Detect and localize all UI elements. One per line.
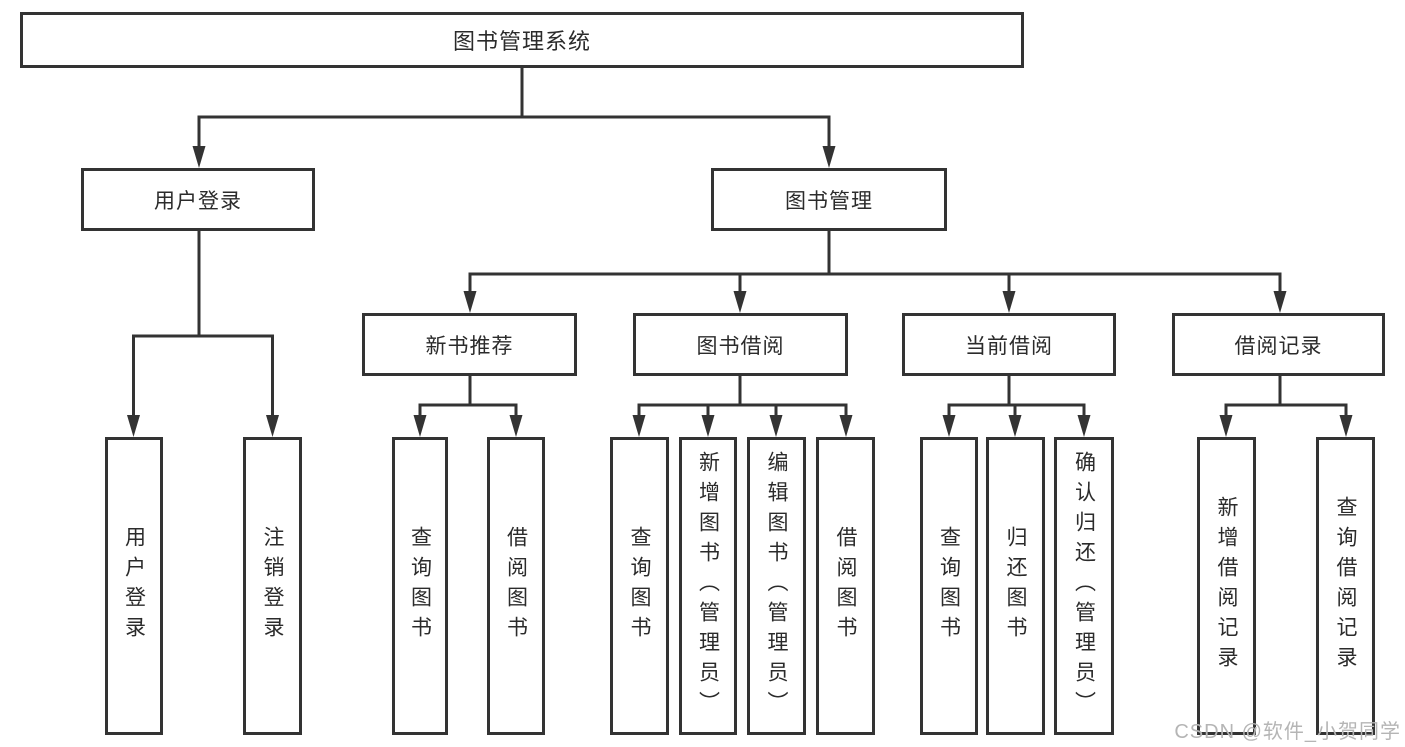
leaf-label: 用户登录 (122, 526, 146, 646)
node-library-system: 图书管理系统 (20, 12, 1024, 68)
edge-book-borrow-children (637, 374, 848, 419)
leaf-label: 注销登录 (261, 526, 284, 646)
leaf-add-book-admin: 新增图书（管理员） (679, 437, 737, 735)
leaf-query-books-current: 查询图书 (920, 437, 978, 735)
leaf-edit-book-admin: 编辑图书（管理员） (747, 437, 806, 735)
leaf-return-book: 归还图书 (986, 437, 1045, 735)
edge-new-book-recommend-children (418, 374, 518, 419)
leaf-query-books-borrow: 查询图书 (610, 437, 669, 735)
leaf-label: 查询图书 (937, 526, 961, 646)
edge-user-login-children (132, 229, 274, 419)
arrowheads (127, 146, 1353, 437)
leaf-confirm-return-admin: 确认归还（管理员） (1054, 437, 1114, 735)
leaf-borrow-books: 借阅图书 (816, 437, 875, 735)
leaf-borrow-books-recommend: 借阅图书 (487, 437, 545, 735)
leaf-label: 借阅图书 (834, 526, 857, 646)
leaf-logout: 注销登录 (243, 437, 302, 735)
node-new-book-recommend: 新书推荐 (362, 313, 577, 376)
node-user-login: 用户登录 (81, 168, 315, 231)
leaf-label: 查询图书 (628, 526, 651, 646)
edge-borrow-records-children (1224, 374, 1348, 419)
edge-book-management-children (468, 229, 1282, 295)
edge-current-borrow-children (947, 374, 1086, 419)
leaf-label: 归还图书 (1004, 526, 1027, 646)
node-book-management: 图书管理 (711, 168, 947, 231)
leaf-label: 查询借阅记录 (1334, 496, 1357, 676)
edge-root-to-level2 (197, 66, 831, 150)
node-current-borrow: 当前借阅 (902, 313, 1116, 376)
leaf-user-login: 用户登录 (105, 437, 163, 735)
watermark: CSDN @软件_小贺同学 (1174, 721, 1401, 743)
leaf-label: 借阅图书 (504, 526, 528, 646)
node-book-borrow: 图书借阅 (633, 313, 848, 376)
leaf-add-borrow-record: 新增借阅记录 (1197, 437, 1256, 735)
leaf-query-borrow-record: 查询借阅记录 (1316, 437, 1375, 735)
leaf-label: 确认归还（管理员） (1072, 451, 1096, 721)
leaf-label: 编辑图书（管理员） (765, 451, 788, 721)
leaf-label: 新增借阅记录 (1215, 496, 1238, 676)
leaf-query-books-recommend: 查询图书 (392, 437, 448, 735)
leaf-label: 新增图书（管理员） (696, 451, 720, 721)
leaf-label: 查询图书 (408, 526, 432, 646)
node-borrow-records: 借阅记录 (1172, 313, 1385, 376)
